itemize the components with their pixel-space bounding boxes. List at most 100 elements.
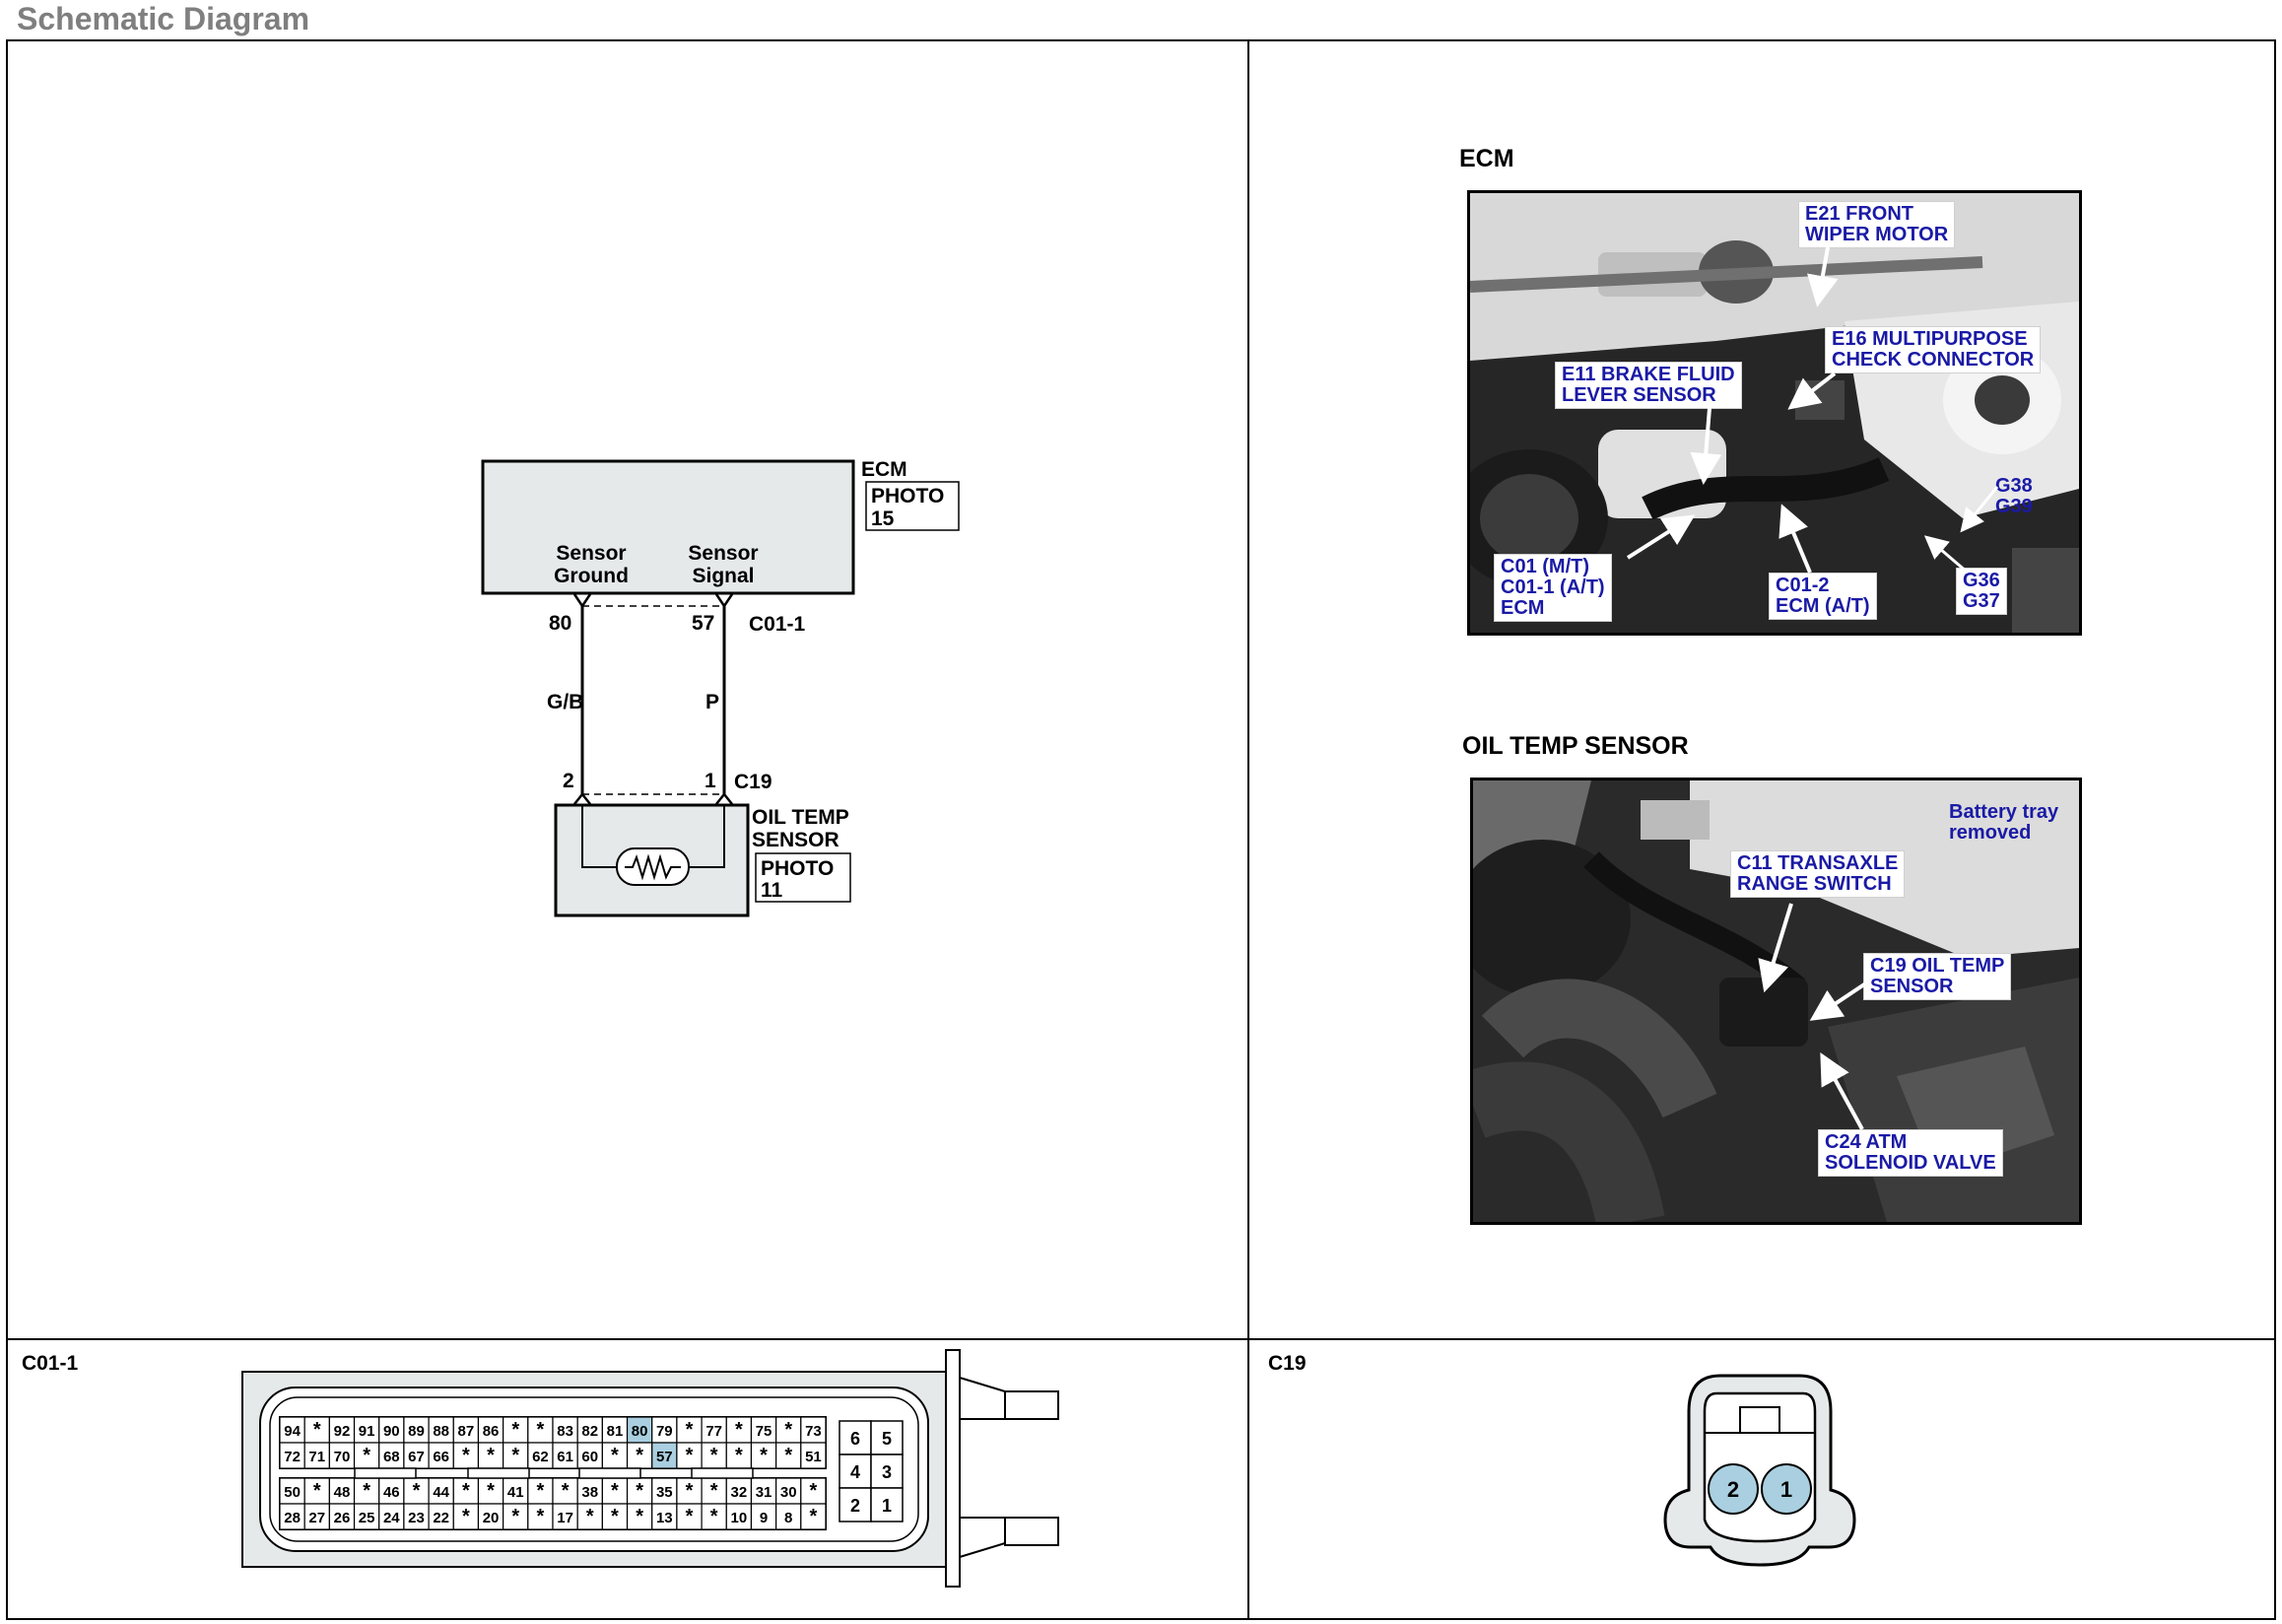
c01-pin-label: 51 bbox=[805, 1449, 822, 1465]
c01-pin-label: 87 bbox=[458, 1423, 475, 1440]
c01-pin-label: * bbox=[710, 1445, 718, 1466]
c19-connector-face: 2 1 bbox=[1663, 1374, 1856, 1567]
c01-pin-label: * bbox=[784, 1419, 792, 1441]
ecm-pin-left-name-1: Sensor bbox=[556, 542, 626, 565]
sensor-terminal-left bbox=[573, 791, 591, 805]
thermistor-symbol bbox=[625, 853, 681, 881]
c01-side-pin-label: 1 bbox=[882, 1496, 892, 1516]
ecm-photo-text-2: 15 bbox=[871, 508, 895, 530]
c01-pin-cell bbox=[403, 1416, 430, 1444]
diagram-frame bbox=[6, 39, 2276, 1620]
c01-pin-label: * bbox=[636, 1445, 643, 1466]
c01-pin-label: * bbox=[686, 1506, 694, 1527]
c01-pin-label: 66 bbox=[433, 1449, 449, 1465]
c01-pin-cell bbox=[601, 1503, 629, 1530]
c01-pin-label: * bbox=[487, 1445, 495, 1466]
ecm-pin-right-name-1: Sensor bbox=[688, 542, 758, 565]
c01-pin-label: * bbox=[611, 1506, 619, 1527]
c01-pin-cell bbox=[503, 1477, 529, 1505]
c01-side-pin-cell bbox=[870, 1487, 904, 1522]
callout-c19-oil-temp-sensor: C19 OIL TEMP SENSOR bbox=[1863, 953, 2012, 1000]
c01-pin-cell bbox=[651, 1503, 678, 1530]
c01-pin-label: 41 bbox=[507, 1484, 524, 1501]
c01-pin-label: 28 bbox=[284, 1510, 301, 1526]
sensor-connector-label: C19 bbox=[734, 771, 772, 793]
c01-pin-label: 22 bbox=[433, 1510, 449, 1526]
c01-pin-label: 67 bbox=[408, 1449, 425, 1465]
c01-pin-cell bbox=[279, 1503, 305, 1530]
c01-pin-label: * bbox=[562, 1480, 570, 1502]
c01-pin-label: 17 bbox=[557, 1510, 573, 1526]
callout-c01-2-ecm: C01-2 ECM (A/T) bbox=[1769, 573, 1877, 620]
c01-pin-label: * bbox=[537, 1480, 545, 1502]
c01-pin-cell bbox=[552, 1503, 578, 1530]
ecm-pin-left-number: 80 bbox=[549, 612, 571, 635]
c01-pin-cell bbox=[328, 1503, 356, 1530]
c01-pin-cell bbox=[676, 1442, 703, 1469]
sensor-box bbox=[554, 803, 750, 917]
c01-pin-label: 38 bbox=[581, 1484, 598, 1501]
c01-pin-cell bbox=[552, 1416, 578, 1444]
c01-pin-label: * bbox=[636, 1506, 643, 1527]
c01-pin-cell bbox=[800, 1477, 827, 1505]
c01-pin-label: * bbox=[686, 1445, 694, 1466]
c01-pin-label: 35 bbox=[656, 1484, 673, 1501]
ecm-box bbox=[481, 459, 855, 595]
c01-pin-label: 32 bbox=[731, 1484, 748, 1501]
c01-pin-cell bbox=[775, 1503, 802, 1530]
c01-pin-label: 90 bbox=[383, 1423, 400, 1440]
callout-c11-transaxle-range-switch: C11 TRANSAXLE RANGE SWITCH bbox=[1730, 850, 1906, 898]
c01-pin-cell bbox=[303, 1442, 330, 1469]
ecm-terminal-left bbox=[572, 593, 592, 609]
c01-side-pin-cell bbox=[839, 1420, 872, 1455]
c01-pin-label: * bbox=[537, 1506, 545, 1527]
callout-g36-g37: G36 G37 bbox=[1956, 568, 2007, 615]
c19-pin-1-label: 1 bbox=[1780, 1477, 1792, 1502]
c01-side-pin-cell bbox=[839, 1487, 872, 1522]
c01-pin-cell bbox=[701, 1416, 727, 1444]
sensor-photo-text-1: PHOTO bbox=[761, 857, 834, 880]
ecm-label: ECM bbox=[861, 458, 907, 481]
c01-pin-label: 82 bbox=[581, 1423, 598, 1440]
c01-pin-label: 94 bbox=[284, 1423, 301, 1440]
c19-pin-2 bbox=[1708, 1463, 1759, 1515]
callout-e16-multipurpose-check-connector: E16 MULTIPURPOSE CHECK CONNECTOR bbox=[1825, 326, 2042, 373]
sensor-pin-left-number: 2 bbox=[563, 770, 574, 792]
c01-pin-cell bbox=[775, 1416, 802, 1444]
c01-pin-label: 92 bbox=[334, 1423, 351, 1440]
c01-pin-label: 91 bbox=[359, 1423, 375, 1440]
c01-pin-label: 80 bbox=[632, 1423, 648, 1440]
c01-pin-label: 31 bbox=[756, 1484, 772, 1501]
c01-pin-label: * bbox=[586, 1506, 594, 1527]
oil-temp-location-photo: Battery tray removed C11 TRANSAXLE RANGE… bbox=[1470, 778, 2082, 1225]
c01-pin-label: 81 bbox=[607, 1423, 624, 1440]
thermistor-body bbox=[616, 847, 690, 886]
c01-pin-label: * bbox=[313, 1480, 321, 1502]
c01-pin-cell bbox=[303, 1503, 330, 1530]
c01-pin-label: * bbox=[636, 1480, 643, 1502]
c01-pin-label: 77 bbox=[705, 1423, 722, 1440]
c01-pin-label: * bbox=[760, 1445, 768, 1466]
c01-pin-cell bbox=[576, 1416, 603, 1444]
sensor-photo-box bbox=[755, 852, 851, 903]
c01-pin-cell bbox=[477, 1442, 504, 1469]
c01-pin-label: 86 bbox=[483, 1423, 500, 1440]
c01-pin-label: 70 bbox=[334, 1449, 351, 1465]
c01-pin-label: * bbox=[537, 1419, 545, 1441]
c01-pin-label: 44 bbox=[433, 1484, 449, 1501]
c01-pin-label: * bbox=[686, 1480, 694, 1502]
callout-e21-front-wiper-motor: E21 FRONT WIPER MOTOR bbox=[1798, 201, 1956, 248]
c01-pin-label: 20 bbox=[483, 1510, 500, 1526]
c01-pin-cell bbox=[601, 1442, 629, 1469]
ecm-pin-right-number: 57 bbox=[692, 612, 714, 635]
c01-pin-cell bbox=[328, 1442, 356, 1469]
c01-pin-label: * bbox=[686, 1419, 694, 1441]
c01-side-pin-label: 4 bbox=[850, 1462, 860, 1482]
c01-pin-label: 62 bbox=[532, 1449, 549, 1465]
c01-pin-label: 73 bbox=[805, 1423, 822, 1440]
sensor-internal-wiring bbox=[581, 805, 617, 868]
c01-pin-label: * bbox=[313, 1419, 321, 1441]
c01-pin-label: * bbox=[462, 1506, 470, 1527]
ecm-photo-box bbox=[865, 481, 960, 531]
